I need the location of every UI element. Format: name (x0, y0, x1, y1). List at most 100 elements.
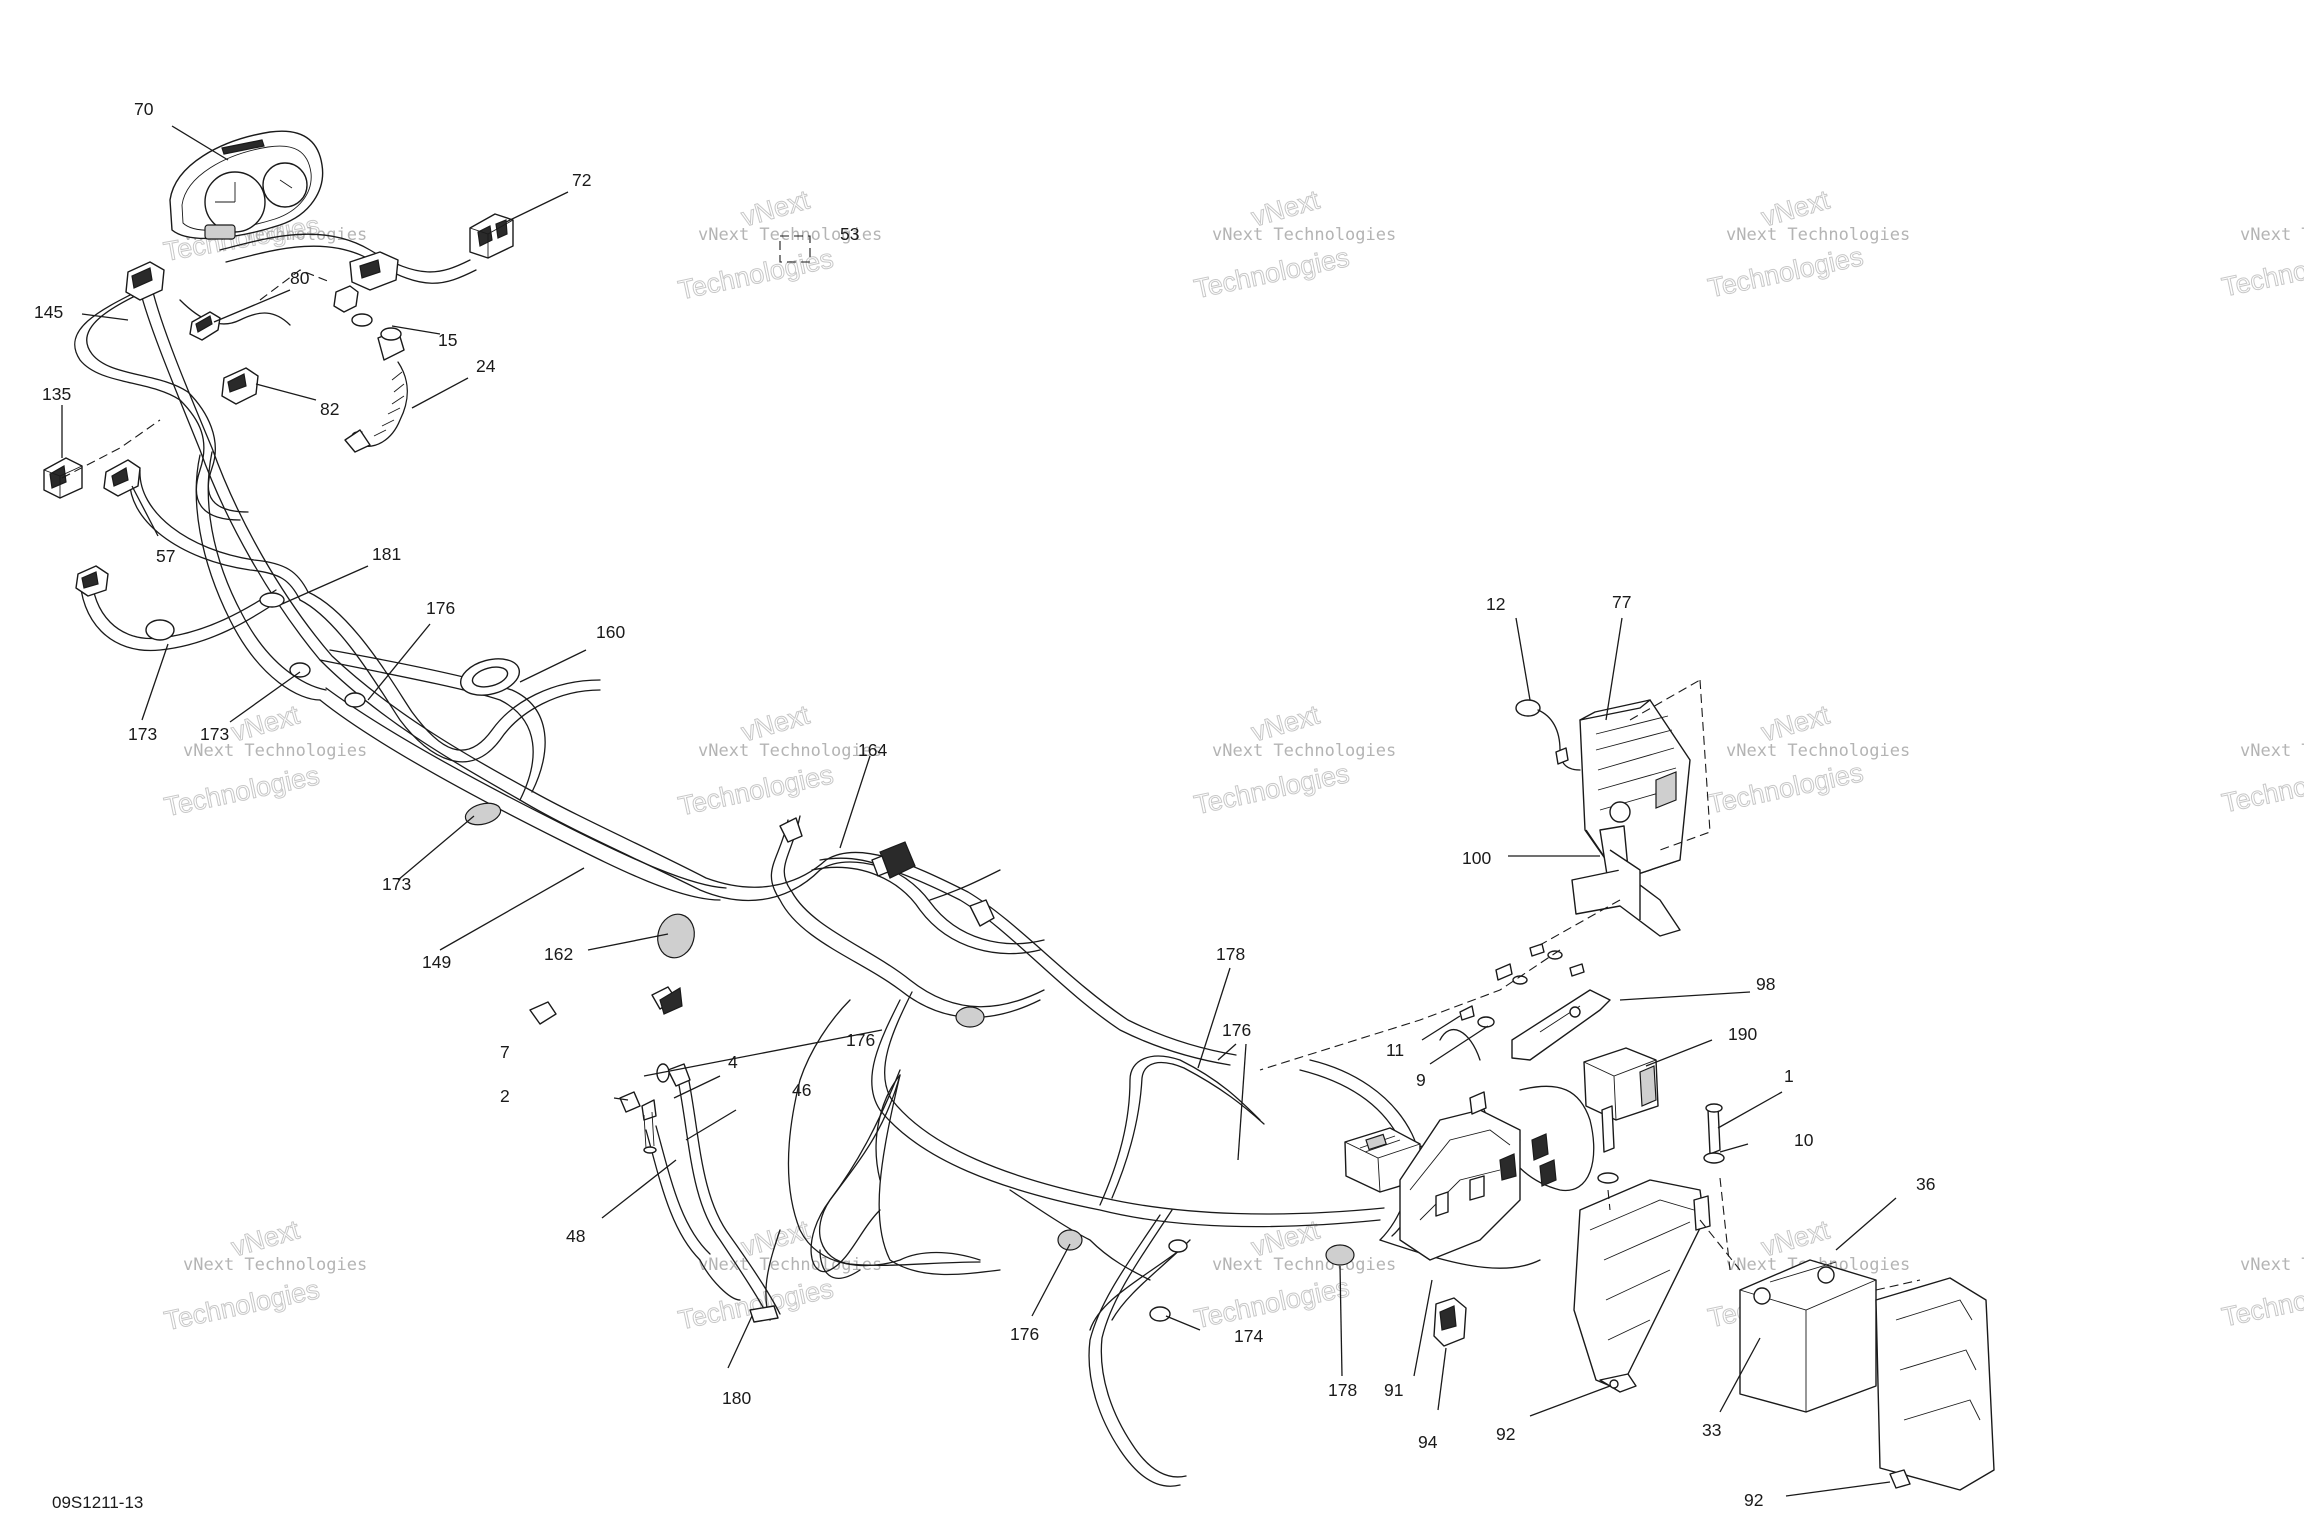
grommets-and-clamps (145, 592, 1355, 1322)
callout-70: 70 (134, 99, 154, 119)
callout-176d: 176 (1010, 1324, 1039, 1344)
callout-77: 77 (1612, 592, 1631, 612)
watermark-text: vNext Technologies (1212, 1255, 1396, 1275)
callout-72: 72 (572, 170, 591, 190)
clamp-173-mid (289, 662, 311, 678)
callout-82: 82 (320, 399, 339, 419)
battery-strap-36 (1875, 1277, 1995, 1491)
watermark-outline: Technologies (1191, 242, 1351, 304)
callout-145: 145 (34, 302, 63, 322)
callout-149: 149 (422, 952, 451, 972)
watermark-text: vNext Technologies (1726, 741, 1910, 761)
callout-57: 57 (156, 546, 175, 566)
connector-57 (103, 459, 141, 497)
bolt-2 (619, 1091, 657, 1154)
clamp-176-bottom (1057, 1229, 1083, 1251)
cable-48 (645, 1125, 741, 1301)
watermark-outline: Technologies (1705, 757, 1865, 819)
bolt-1-washer-10 (1597, 1103, 1725, 1184)
relay-15 (333, 285, 373, 327)
watermark-outline: Technologies (162, 1274, 322, 1336)
watermark-text: vNext Technologies (698, 225, 882, 245)
watermark-outline: Technologies (676, 243, 836, 305)
watermark-text: vNext Technologies (183, 741, 367, 761)
callout-135: 135 (42, 384, 71, 404)
callout-164: 164 (858, 740, 887, 760)
main-harness (74, 233, 1595, 1487)
callout-173a: 173 (128, 724, 157, 744)
callout-12: 12 (1486, 594, 1505, 614)
callout-2: 2 (500, 1086, 510, 1106)
drawing-reference-code: 09S1211-13 (52, 1493, 143, 1512)
watermark-outline: Technologies (1191, 758, 1351, 820)
switch-72 (469, 213, 514, 259)
callout-180: 180 (722, 1388, 751, 1408)
callout-176c: 176 (846, 1030, 875, 1050)
callout-11: 11 (1386, 1040, 1404, 1060)
watermark-layer: Technologies vNext Technologies vNext Te… (161, 184, 2304, 1337)
callout-162: 162 (544, 944, 573, 964)
ecm-77 (1579, 699, 1691, 881)
watermark-text: vNext Technologies (2240, 741, 2304, 761)
battery-tray-92 (1573, 1179, 1711, 1393)
clamp-176-top (344, 692, 366, 708)
callout-160: 160 (596, 622, 625, 642)
watermark-outline: Technologies (1705, 241, 1865, 303)
relay-94 (1433, 1297, 1467, 1347)
connector-164 (871, 841, 916, 879)
callout-15: 15 (438, 330, 457, 350)
callout-36: 36 (1916, 1174, 1935, 1194)
ground-cable-46 (667, 1063, 781, 1321)
callout-178b: 178 (1328, 1380, 1357, 1400)
callout-181: 181 (372, 544, 401, 564)
bracket-100 (1571, 825, 1681, 937)
clamp-181 (259, 592, 285, 608)
callout-176a: 176 (426, 598, 455, 618)
connector-145 (125, 261, 165, 301)
callout-4: 4 (728, 1052, 738, 1072)
watermark-outline: Technologies (2219, 756, 2304, 818)
clamp-178 (1325, 1244, 1355, 1266)
callout-92b: 92 (1744, 1490, 1763, 1510)
watermark-text: vNext Technologies (698, 741, 882, 761)
callout-174: 174 (1234, 1326, 1263, 1346)
fuse-box-178 (1344, 1127, 1421, 1193)
callout-1: 1 (1784, 1066, 1794, 1086)
connector-80 (189, 311, 221, 341)
connector-162 (529, 986, 683, 1025)
clamp-162 (657, 913, 695, 959)
assembly-lines (61, 235, 1921, 1291)
lone-wire (819, 1074, 981, 1267)
callout-9: 9 (1416, 1070, 1426, 1090)
callout-92a: 92 (1496, 1424, 1515, 1444)
watermark-text: vNext Technologies (1212, 225, 1396, 245)
callout-173b: 173 (200, 724, 229, 744)
callout-190: 190 (1728, 1024, 1757, 1044)
callout-91: 91 (1384, 1380, 1403, 1400)
callout-53: 53 (840, 224, 859, 244)
watermark-text: vNext Technologies (2240, 225, 2304, 245)
gauge-cluster-70 (169, 130, 324, 240)
watermark-outline: Technologies (1191, 1272, 1351, 1334)
callout-173c: 173 (382, 874, 411, 894)
sensor-12 (1515, 699, 1581, 771)
clamp-173-left (145, 619, 175, 641)
connector-82 (221, 367, 259, 405)
relay-panel (1399, 1091, 1557, 1261)
clamp-176-lower (1168, 1239, 1188, 1253)
callout-80: 80 (290, 268, 310, 288)
bracket-98 (1511, 989, 1611, 1061)
callout-176b: 176 (1222, 1020, 1251, 1040)
callout-24: 24 (476, 356, 496, 376)
connector-173-left (75, 565, 109, 597)
callout-7: 7 (500, 1042, 510, 1062)
watermark-outline: Technologies (676, 1273, 836, 1335)
watermark-outline: Technologies (2219, 240, 2304, 302)
watermark-outline: Technologies (162, 760, 322, 822)
tachometer-dial (262, 162, 308, 208)
callout-94: 94 (1418, 1432, 1438, 1452)
watermark-text: vNext Technologies (183, 1255, 367, 1275)
harness-junction-top (349, 251, 399, 291)
module-190 (1583, 1047, 1659, 1121)
